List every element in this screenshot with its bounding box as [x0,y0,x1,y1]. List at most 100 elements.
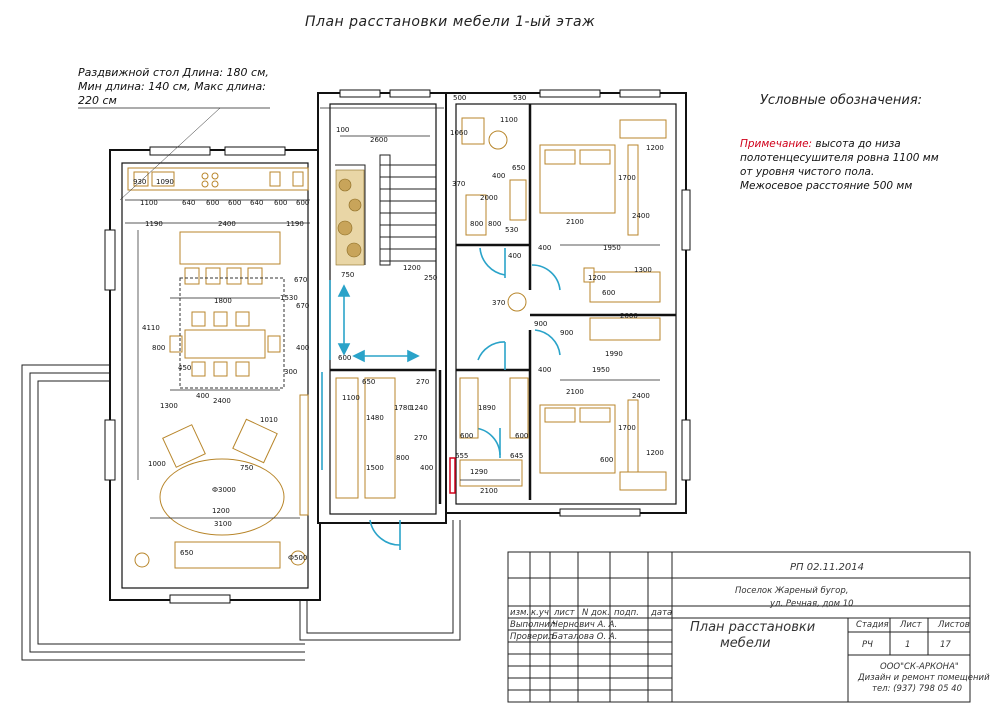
dim-m7: 600 [460,432,473,440]
dim-bd1-3: 2400 [632,212,650,220]
dim-s4: 1240 [410,404,428,412]
dim-m4: 2100 [480,487,498,495]
dim-bd2-1: 1990 [605,350,623,358]
dimension-labels: 930 1090 1100 640 600 600 640 600 600 11… [133,94,664,562]
dim-300: 300 [284,368,297,376]
dim-s7: 400 [420,464,433,472]
stamp-col-date: дата [651,608,673,618]
kitchen-units [127,167,309,191]
dim-1200: 1200 [212,507,230,515]
dim-450: 450 [178,364,191,372]
stamp-col-ndoc: N док. [582,608,610,618]
dim-m2: 1890 [478,404,496,412]
dim-2600: 2600 [370,136,388,144]
stamp-val-sheet: 1 [905,640,911,650]
stamp-role-1: Выполнил [510,620,556,630]
bed-room-2 [539,317,667,491]
dim-bd2-6: 1200 [646,449,664,457]
legend-heading: Условные обозначения: [760,93,923,108]
dim-750: 750 [240,464,253,472]
stamp-head-sheet: Лист [900,620,922,630]
drawing-title: План расстановки мебели 1-ый этаж [305,14,596,30]
doors [321,247,561,550]
sheet-title-line-1: План расстановки [690,620,816,635]
stamp-col-sign: подп. [614,608,639,618]
dim-s5: 800 [396,454,409,462]
legend-note-line-1: Примечание: высота до низа [740,138,901,150]
legend-note-line-4: Межосевое расстояние 500 мм [740,180,913,192]
dim-bd1-5: 400 [538,244,551,252]
dim-bd1-1: 1700 [618,174,636,182]
dim-s8: 270 [416,378,429,386]
dim-bd2-4: 2400 [632,392,650,400]
dim-r2: 1190 [286,220,304,228]
dim-3100: 3100 [214,520,232,528]
dim-kr2: 600 [206,199,219,207]
dim-b3: 1060 [450,129,468,137]
clearance-arrows [337,284,420,363]
stamp-val-sheets: 17 [940,640,951,650]
dim-bd1-4: 1950 [603,244,621,252]
stamp-org-2: Дизайн и ремонт помещений [858,673,990,683]
dim-m5: 655 [455,452,468,460]
dim-s9: 270 [414,434,427,442]
stamp-code: РП 02.11.2014 [790,562,864,573]
dim-bd1-2: 2100 [566,218,584,226]
dim-s6: 1500 [366,464,384,472]
dim-b8: 400 [492,172,505,180]
legend-note-line-3: от уровня чистого пола. [740,166,875,178]
legend-note-label: Примечание: [740,138,813,150]
dim-bd1-6: 1300 [634,266,652,274]
dim-800: 800 [152,344,165,352]
dim-2400: 2400 [213,397,231,405]
dim-bd2-7: 1700 [618,424,636,432]
dim-m6: 645 [510,452,523,460]
dim-b9: 400 [508,252,521,260]
dim-b5: 800 [470,220,483,228]
dim-kr1: 640 [182,199,195,207]
legend-note-text: высота до низа [812,138,901,150]
dim-k2: 1090 [156,178,174,186]
dim-bd1-7: 1200 [588,274,606,282]
dim-bd2-2: 1950 [592,366,610,374]
dim-m8: 600 [515,432,528,440]
dim-100: 100 [336,126,349,134]
bathroom-fixtures [461,117,527,312]
dim-r0: 1190 [145,220,163,228]
dim-m0: 900 [534,320,547,328]
decor-plants [335,169,365,266]
table-note-line-1: Раздвижной стол Длина: 180 см, [78,66,269,79]
dim-1300: 1300 [160,402,178,410]
dim-b6: 800 [488,220,501,228]
dining-furniture [169,231,285,389]
living-furniture [134,394,309,569]
dim-4110: 4110 [142,324,160,332]
dim-kr3: 600 [228,199,241,207]
stamp-head-sheets: Листов [938,620,970,630]
dim-b11: 530 [505,226,518,234]
dim-400b: 400 [296,344,309,352]
windows [104,89,691,604]
stamp-col-list: лист [554,608,575,618]
dim-bd1-8: 600 [602,289,615,297]
dim-650: 650 [180,549,193,557]
stamp-head-stage: Стадия [856,620,889,630]
dim-3000: Ф3000 [212,486,236,494]
legend-note-line-2: полотенцесушителя ровна 1100 мм [740,152,939,164]
dim-750s: 750 [341,271,354,279]
terrace [21,364,461,661]
note-leader [119,107,221,201]
heated-towel-rail [449,457,456,494]
dim-s2: 1480 [366,414,384,422]
storage-shelves [335,377,529,499]
stamp-col-izm: изм. [510,608,530,618]
dim-400: 400 [196,392,209,400]
dimension-lines [125,107,660,519]
stamp-name-1: Чернович А. А. [552,620,618,630]
dim-250: 250 [424,274,437,282]
dim-b0: 500 [453,94,466,102]
stamp-name-2: Баталова О. А. [552,632,618,642]
dim-bd1-0: 1200 [646,144,664,152]
dim-bd2-0: 2000 [620,312,638,320]
dim-s3: 1780 [394,404,412,412]
